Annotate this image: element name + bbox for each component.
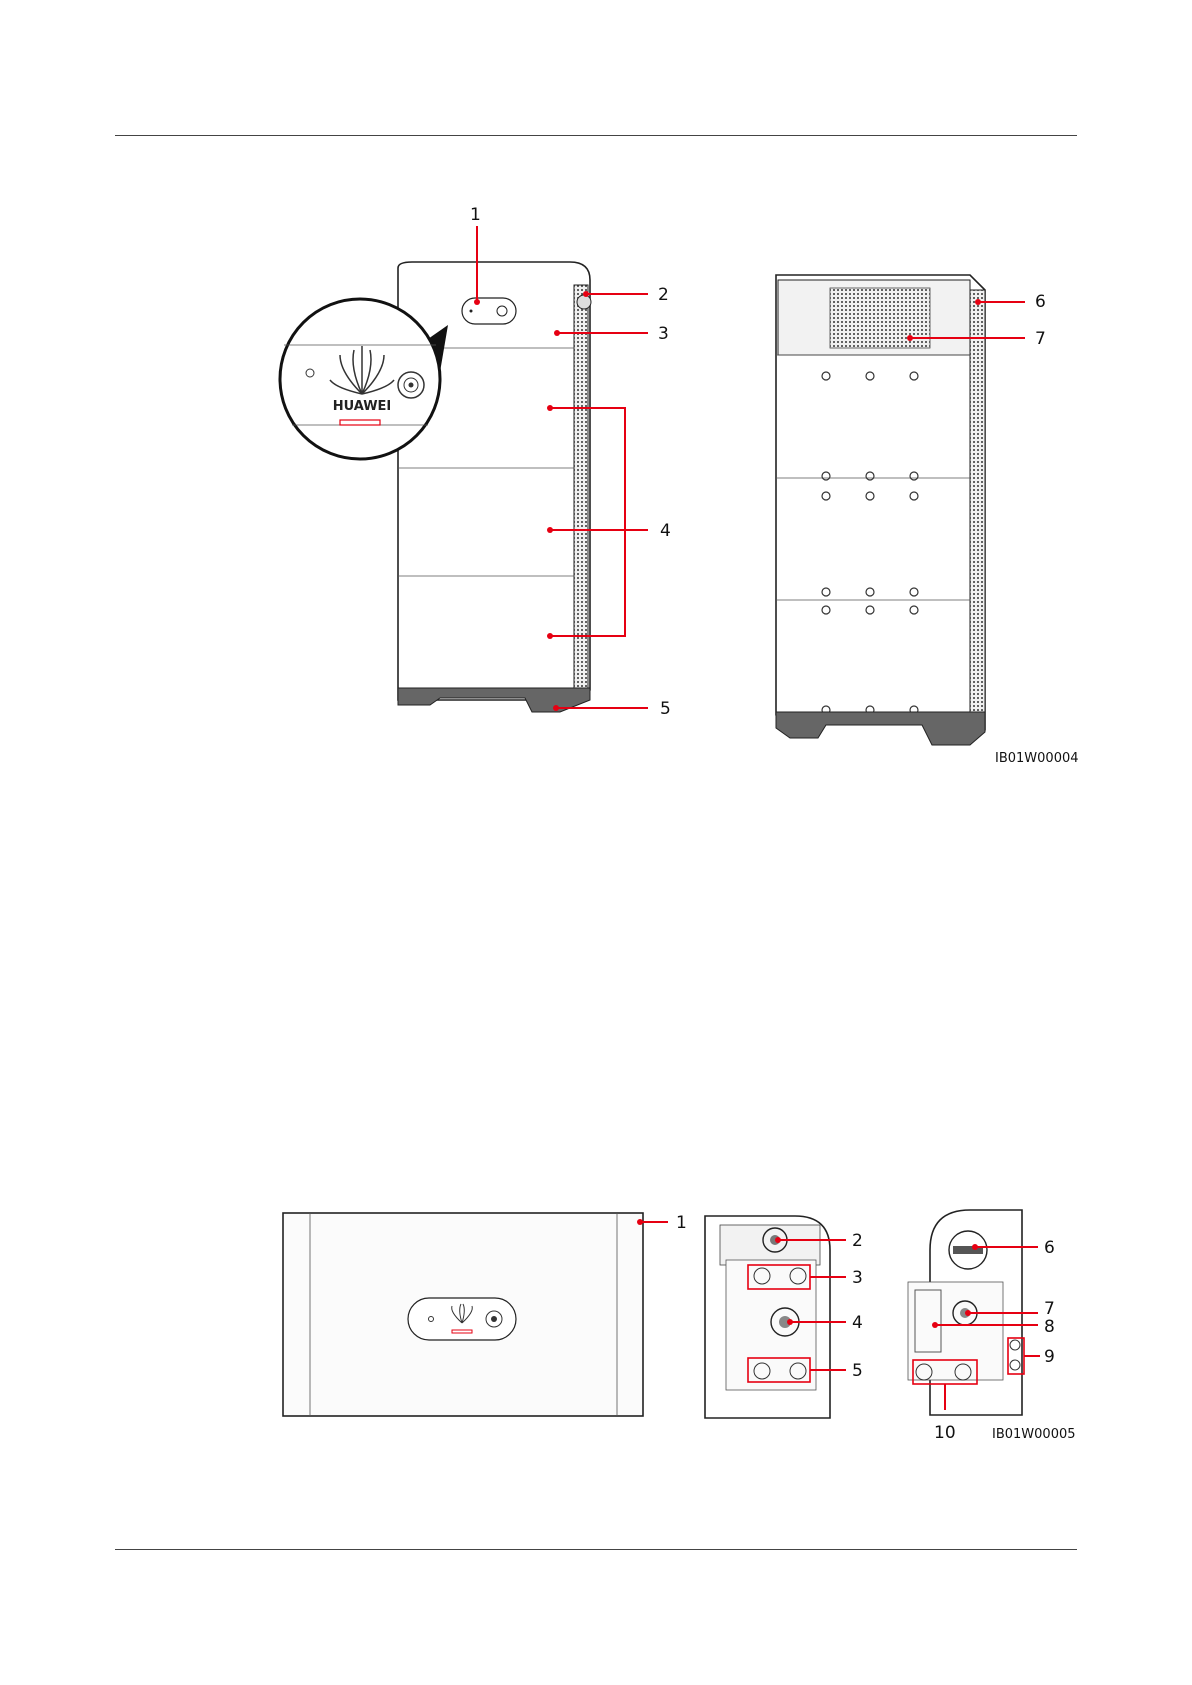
power-module-front [283, 1213, 643, 1416]
callout-label: 1 [676, 1213, 687, 1233]
figure-power-module-panels: 1 2 3 4 5 6 7 8 9 10 IB01W00005 [0, 0, 1192, 1460]
callout-label: 9 [1044, 1347, 1055, 1367]
callout-label: 4 [852, 1313, 863, 1333]
power-module-side-a [705, 1216, 830, 1418]
callout-label: 8 [1044, 1317, 1055, 1337]
footer-rule [115, 1549, 1077, 1550]
callout-label: 7 [1044, 1299, 1055, 1319]
figure-id: IB01W00005 [992, 1427, 1076, 1442]
callout-label: 10 [934, 1423, 956, 1443]
callout-label: 6 [1044, 1238, 1055, 1258]
callout-label: 2 [852, 1231, 863, 1251]
callout-label: 5 [852, 1361, 863, 1381]
callout-label: 3 [852, 1268, 863, 1288]
